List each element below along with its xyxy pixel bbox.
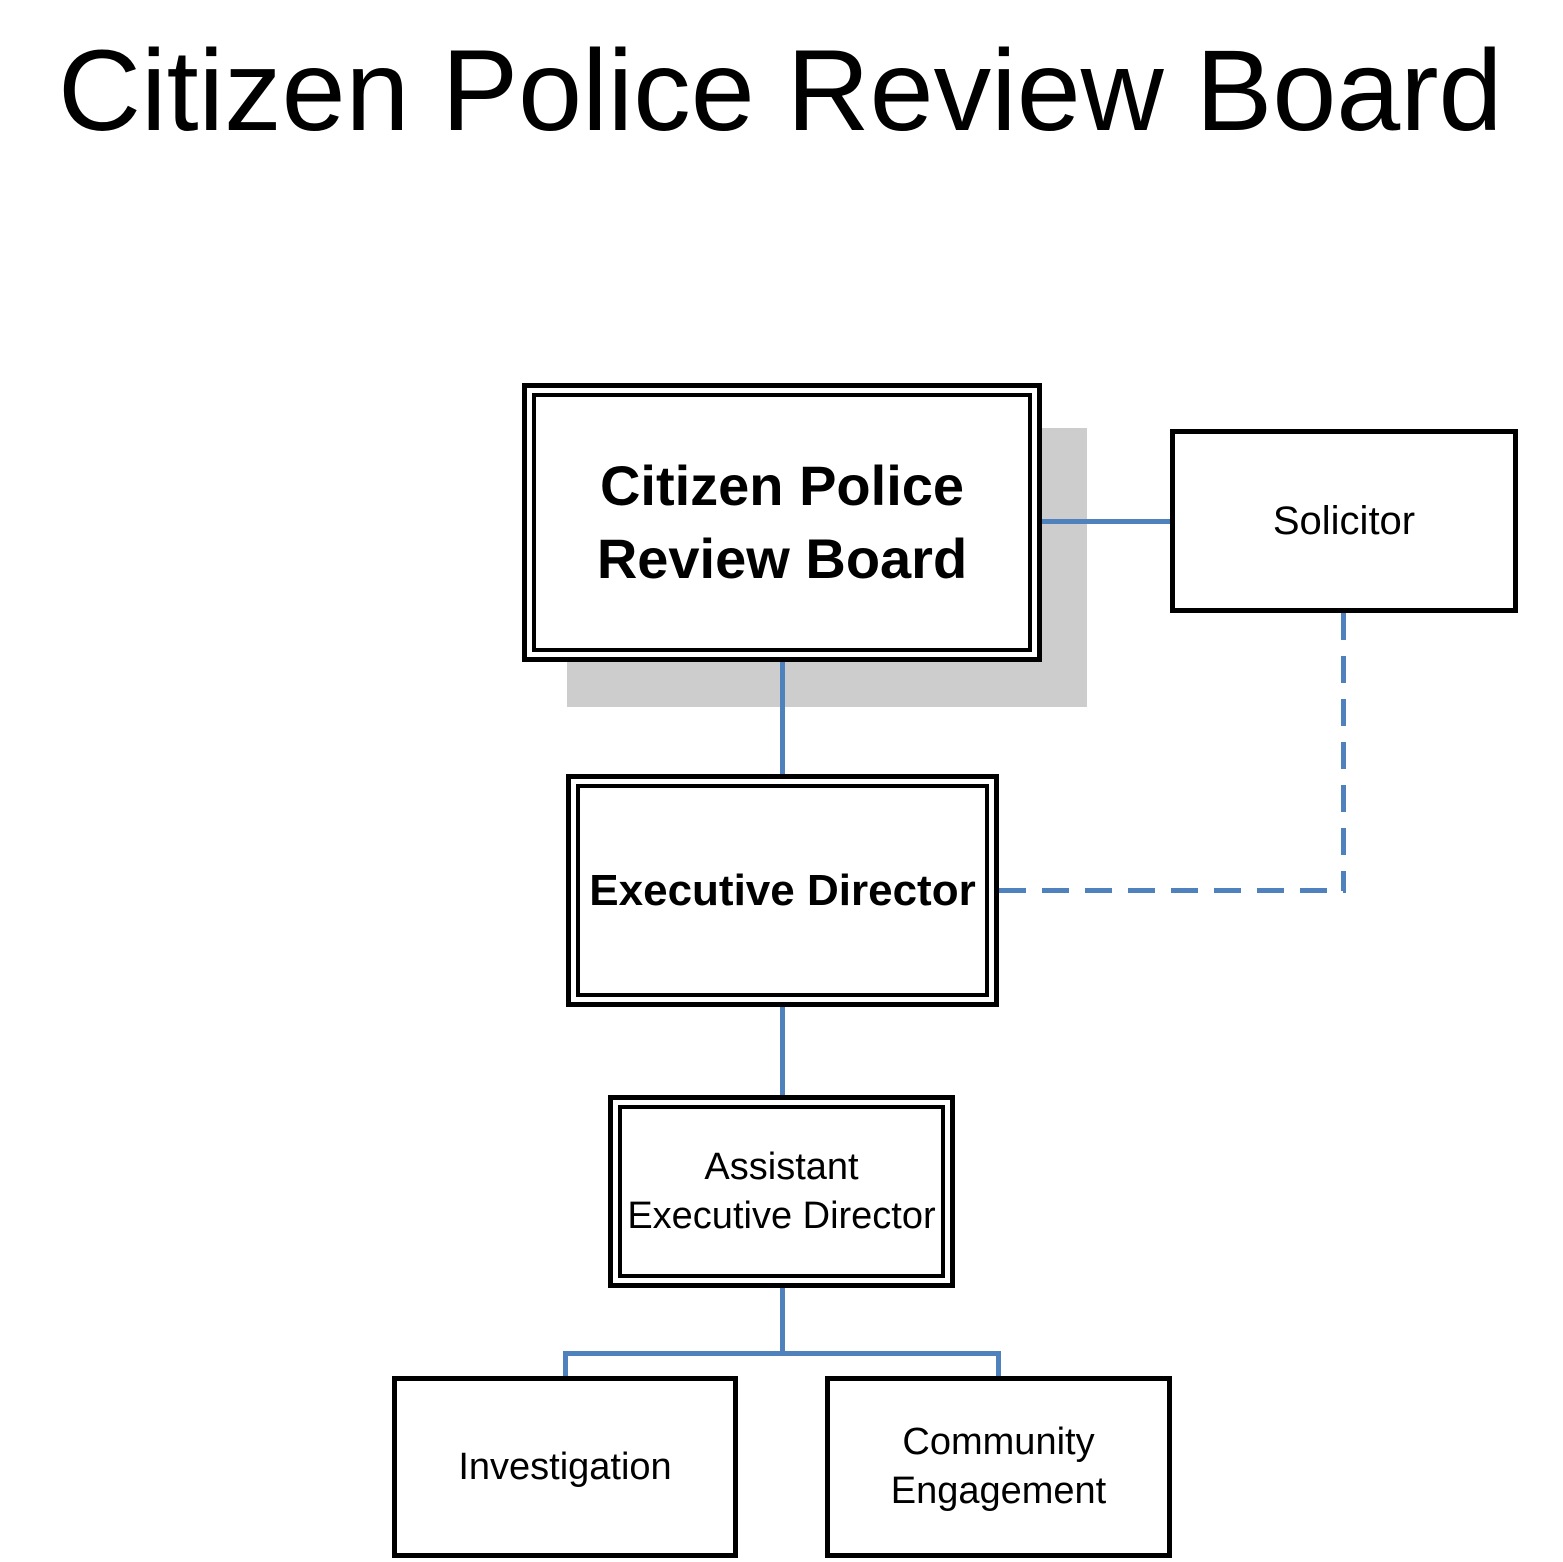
node-label-line: Community bbox=[902, 1421, 1095, 1464]
node-assistant-executive-director-inner-border: Assistant Executive Director bbox=[618, 1105, 945, 1278]
node-solicitor: Solicitor bbox=[1170, 429, 1518, 613]
node-community-engagement: Community Engagement bbox=[825, 1376, 1172, 1558]
node-label-line: Engagement bbox=[890, 1470, 1107, 1512]
node-citizen-police-review-board: Citizen Police Review Board bbox=[522, 383, 1042, 662]
connector-executive-director-assistant bbox=[780, 1007, 785, 1095]
node-executive-director-inner-border: Executive Director bbox=[576, 784, 989, 997]
node-label-line: Review Board bbox=[596, 526, 968, 590]
page-title: Citizen Police Review Board bbox=[58, 27, 1503, 155]
node-label-line: Executive Director bbox=[589, 865, 976, 915]
connector-branch-horizontal bbox=[563, 1351, 1001, 1356]
node-investigation: Investigation bbox=[392, 1376, 738, 1558]
node-executive-director: Executive Director bbox=[566, 774, 999, 1007]
node-label-line: Investigation bbox=[458, 1445, 672, 1488]
connector-board-executive-director bbox=[780, 662, 785, 774]
connector-drop-community-engagement bbox=[996, 1351, 1001, 1377]
connector-assistant-branch-stem bbox=[780, 1288, 785, 1353]
connector-drop-investigation bbox=[563, 1351, 568, 1377]
node-label-line: Citizen Police bbox=[599, 453, 965, 517]
node-citizen-police-review-board-inner-border: Citizen Police Review Board bbox=[532, 393, 1032, 652]
node-label-line: Executive Director bbox=[627, 1194, 936, 1237]
connector-board-solicitor bbox=[1042, 519, 1170, 524]
node-label-line: Solicitor bbox=[1272, 498, 1416, 543]
connector-dashed-executive-director-horizontal bbox=[999, 888, 1346, 893]
node-label-line: Assistant bbox=[704, 1145, 859, 1188]
connector-dashed-solicitor-vertical bbox=[1341, 613, 1346, 891]
node-assistant-executive-director: Assistant Executive Director bbox=[608, 1095, 955, 1288]
